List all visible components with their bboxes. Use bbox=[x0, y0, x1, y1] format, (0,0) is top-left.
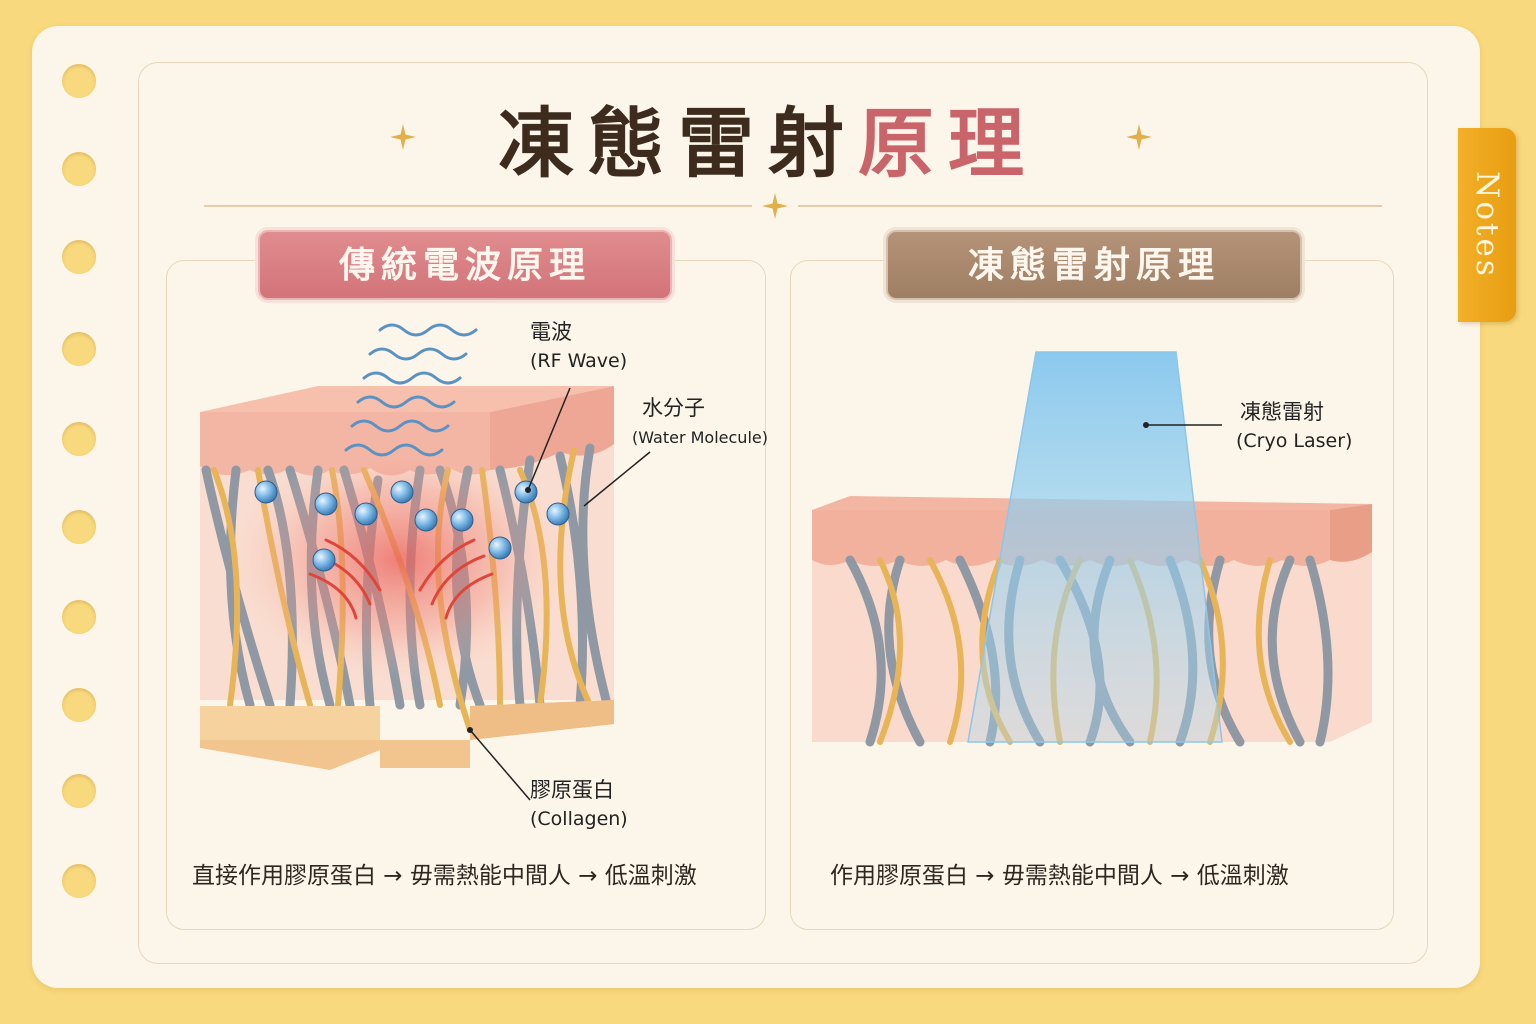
cryo-laser-label-en: (Cryo Laser) bbox=[1236, 427, 1352, 456]
sparkle-icon bbox=[762, 193, 788, 219]
cryo-laser-label: 凍態雷射 (Cryo Laser) bbox=[1236, 398, 1352, 456]
title-accent: 原理 bbox=[858, 99, 1038, 188]
title-main: 凍態雷射 bbox=[498, 99, 858, 188]
rf-wave-label-en: (RF Wave) bbox=[530, 347, 627, 376]
water-label-en: (Water Molecule) bbox=[632, 423, 768, 452]
binder-hole bbox=[62, 600, 96, 634]
cryo-caption: 作用膠原蛋白 → 毋需熱能中間人 → 低溫刺激 bbox=[830, 856, 1289, 890]
collagen-label-en: (Collagen) bbox=[530, 805, 628, 834]
title-divider-left bbox=[204, 205, 752, 207]
rf-wave-label-zh: 電波 bbox=[530, 318, 627, 347]
water-molecule-label: 水分子 (Water Molecule) bbox=[632, 394, 768, 452]
rf-heading: 傳統電波原理 bbox=[258, 230, 672, 300]
binder-hole bbox=[62, 774, 96, 808]
binder-hole bbox=[62, 864, 96, 898]
collagen-label-left: 膠原蛋白 (Collagen) bbox=[530, 776, 628, 834]
sparkle-icon bbox=[1126, 124, 1152, 150]
binder-hole bbox=[62, 510, 96, 544]
collagen-label-zh: 膠原蛋白 bbox=[530, 776, 628, 805]
cryo-laser-label-zh: 凍態雷射 bbox=[1236, 398, 1352, 427]
title-divider-right bbox=[798, 205, 1382, 207]
rf-skin-diagram bbox=[180, 300, 760, 820]
sparkle-icon bbox=[390, 124, 416, 150]
water-label-zh: 水分子 bbox=[632, 394, 768, 423]
rf-caption: 直接作用膠原蛋白 → 毋需熱能中間人 → 低溫刺激 bbox=[192, 856, 697, 890]
binder-hole bbox=[62, 240, 96, 274]
cryo-heading: 凍態雷射原理 bbox=[886, 230, 1302, 300]
binder-hole bbox=[62, 332, 96, 366]
page-title: 凍態雷射原理 bbox=[0, 82, 1536, 192]
rf-wave-label: 電波 (RF Wave) bbox=[530, 318, 627, 376]
binder-hole bbox=[62, 422, 96, 456]
binder-hole bbox=[62, 688, 96, 722]
